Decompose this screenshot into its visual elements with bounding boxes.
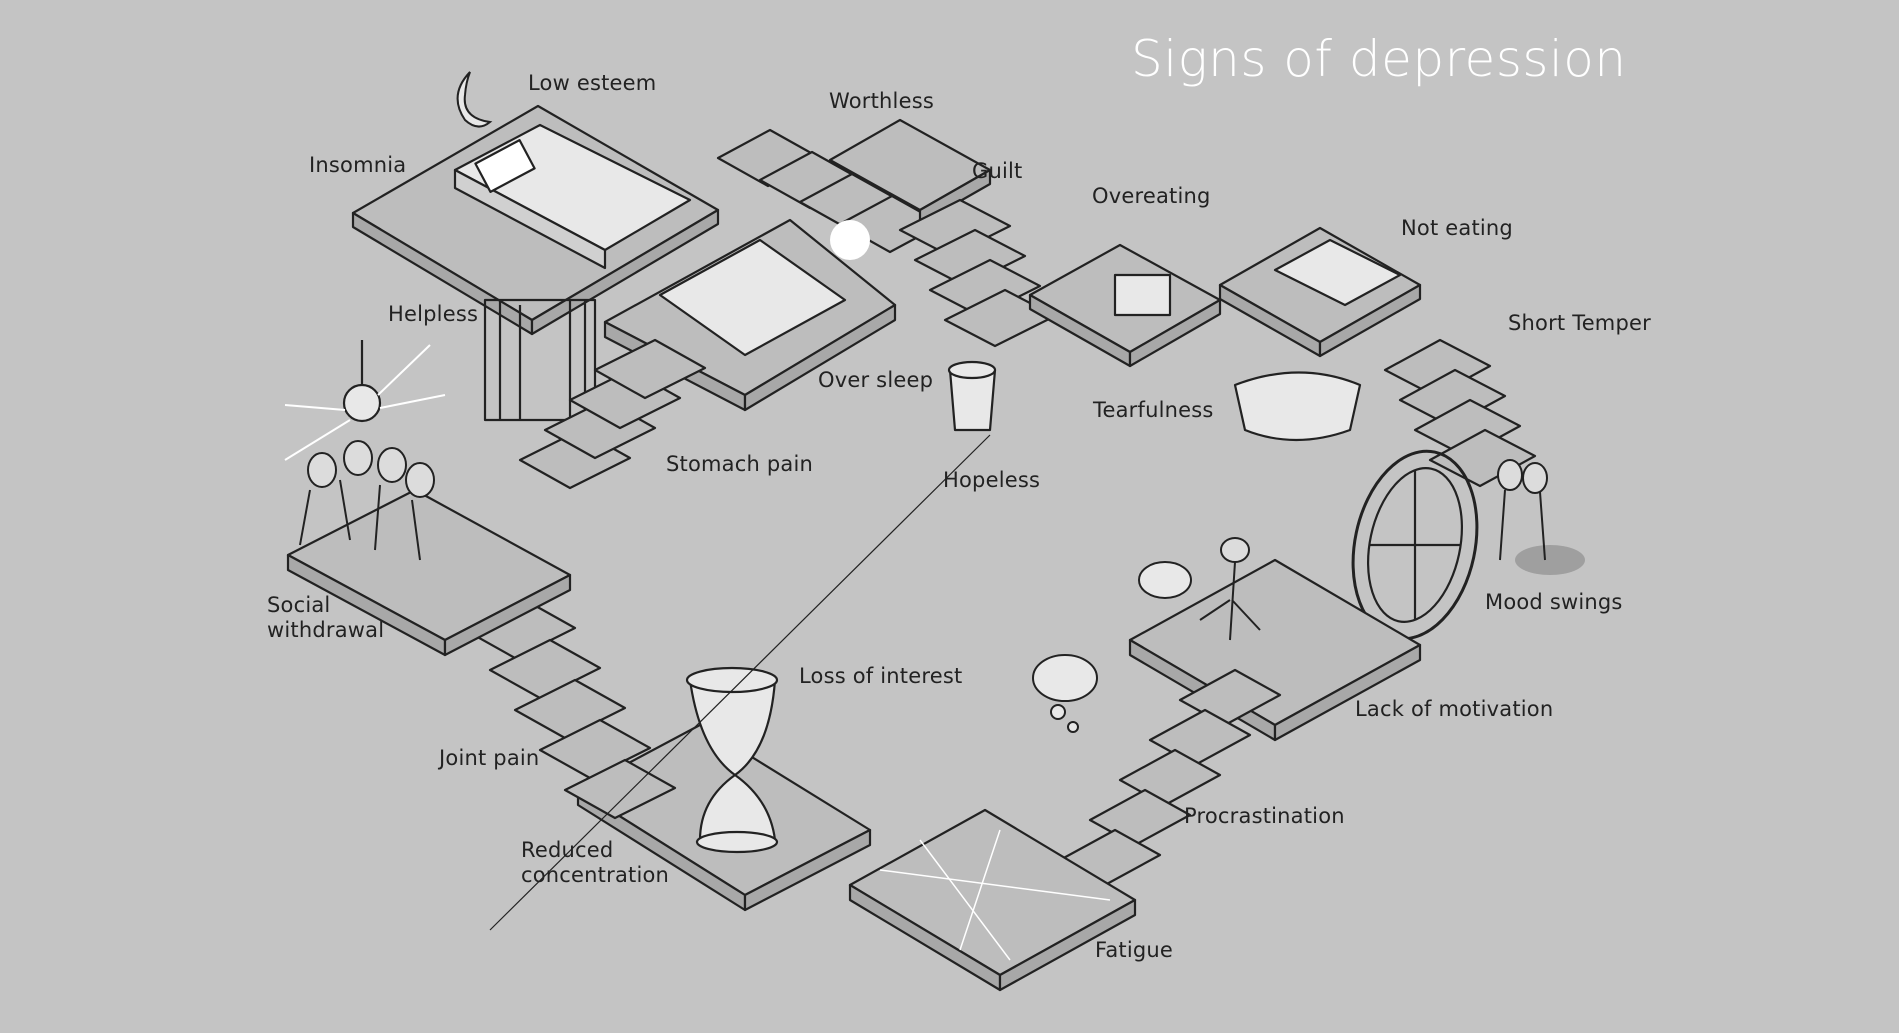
stomach-pain-stairs <box>518 338 707 490</box>
thought-bubble-icon <box>1032 561 1192 733</box>
over-sleep-platform <box>603 218 897 412</box>
joint-pain-stairs <box>463 598 677 820</box>
label-reduced-concentration: Reduced concentration <box>521 838 669 888</box>
label-reduced-concentration-line2: concentration <box>521 863 670 887</box>
label-worthless: Worthless <box>829 89 934 113</box>
label-social-withdrawal-line1: Social <box>267 593 331 617</box>
label-over-sleep: Over sleep <box>818 368 934 392</box>
label-mood-swings: Mood swings <box>1485 590 1623 614</box>
bathtub-icon <box>1233 371 1362 442</box>
lamp-glow-icon <box>830 220 870 260</box>
not-eating-platform <box>1218 226 1422 358</box>
label-overeating: Overeating <box>1092 184 1211 208</box>
label-hopeless: Hopeless <box>943 468 1041 492</box>
fatigue-platform <box>848 808 1137 992</box>
mood-swings-shadow <box>1515 545 1585 575</box>
label-reduced-concentration-line1: Reduced <box>521 838 614 862</box>
moon-icon <box>456 71 493 128</box>
label-tearfulness: Tearfulness <box>1093 398 1214 422</box>
label-guilt: Guilt <box>972 159 1023 183</box>
label-low-esteem: Low esteem <box>528 71 657 95</box>
disco-ball-icon <box>342 340 382 423</box>
guilt-stairs <box>898 198 1057 348</box>
hourglass-icon <box>685 666 779 854</box>
social-withdrawal-platform <box>286 488 572 657</box>
procrastination-stairs <box>1058 668 1282 887</box>
label-helpless: Helpless <box>388 302 479 326</box>
label-loss-of-interest: Loss of interest <box>799 664 963 688</box>
label-social-withdrawal: Social withdrawal <box>267 593 384 643</box>
overeating-platform <box>1028 243 1222 368</box>
label-short-temper: Short Temper <box>1508 311 1651 335</box>
guide-line <box>489 434 991 931</box>
page-title: Signs of depression <box>1131 30 1627 88</box>
light-rays <box>284 344 446 461</box>
label-stomach-pain: Stomach pain <box>666 452 814 476</box>
label-insomnia: Insomnia <box>309 153 407 177</box>
hopeless-pedestal <box>947 360 997 432</box>
label-procrastination: Procrastination <box>1184 804 1345 828</box>
label-joint-pain: Joint pain <box>439 746 540 770</box>
label-social-withdrawal-line2: withdrawal <box>267 618 385 642</box>
label-fatigue: Fatigue <box>1095 938 1174 962</box>
short-temper-stairs <box>1383 338 1537 488</box>
people-figures <box>299 440 1548 641</box>
label-lack-of-motivation: Lack of motivation <box>1355 697 1554 721</box>
label-not-eating: Not eating <box>1401 216 1513 240</box>
bed-icon <box>453 123 692 270</box>
